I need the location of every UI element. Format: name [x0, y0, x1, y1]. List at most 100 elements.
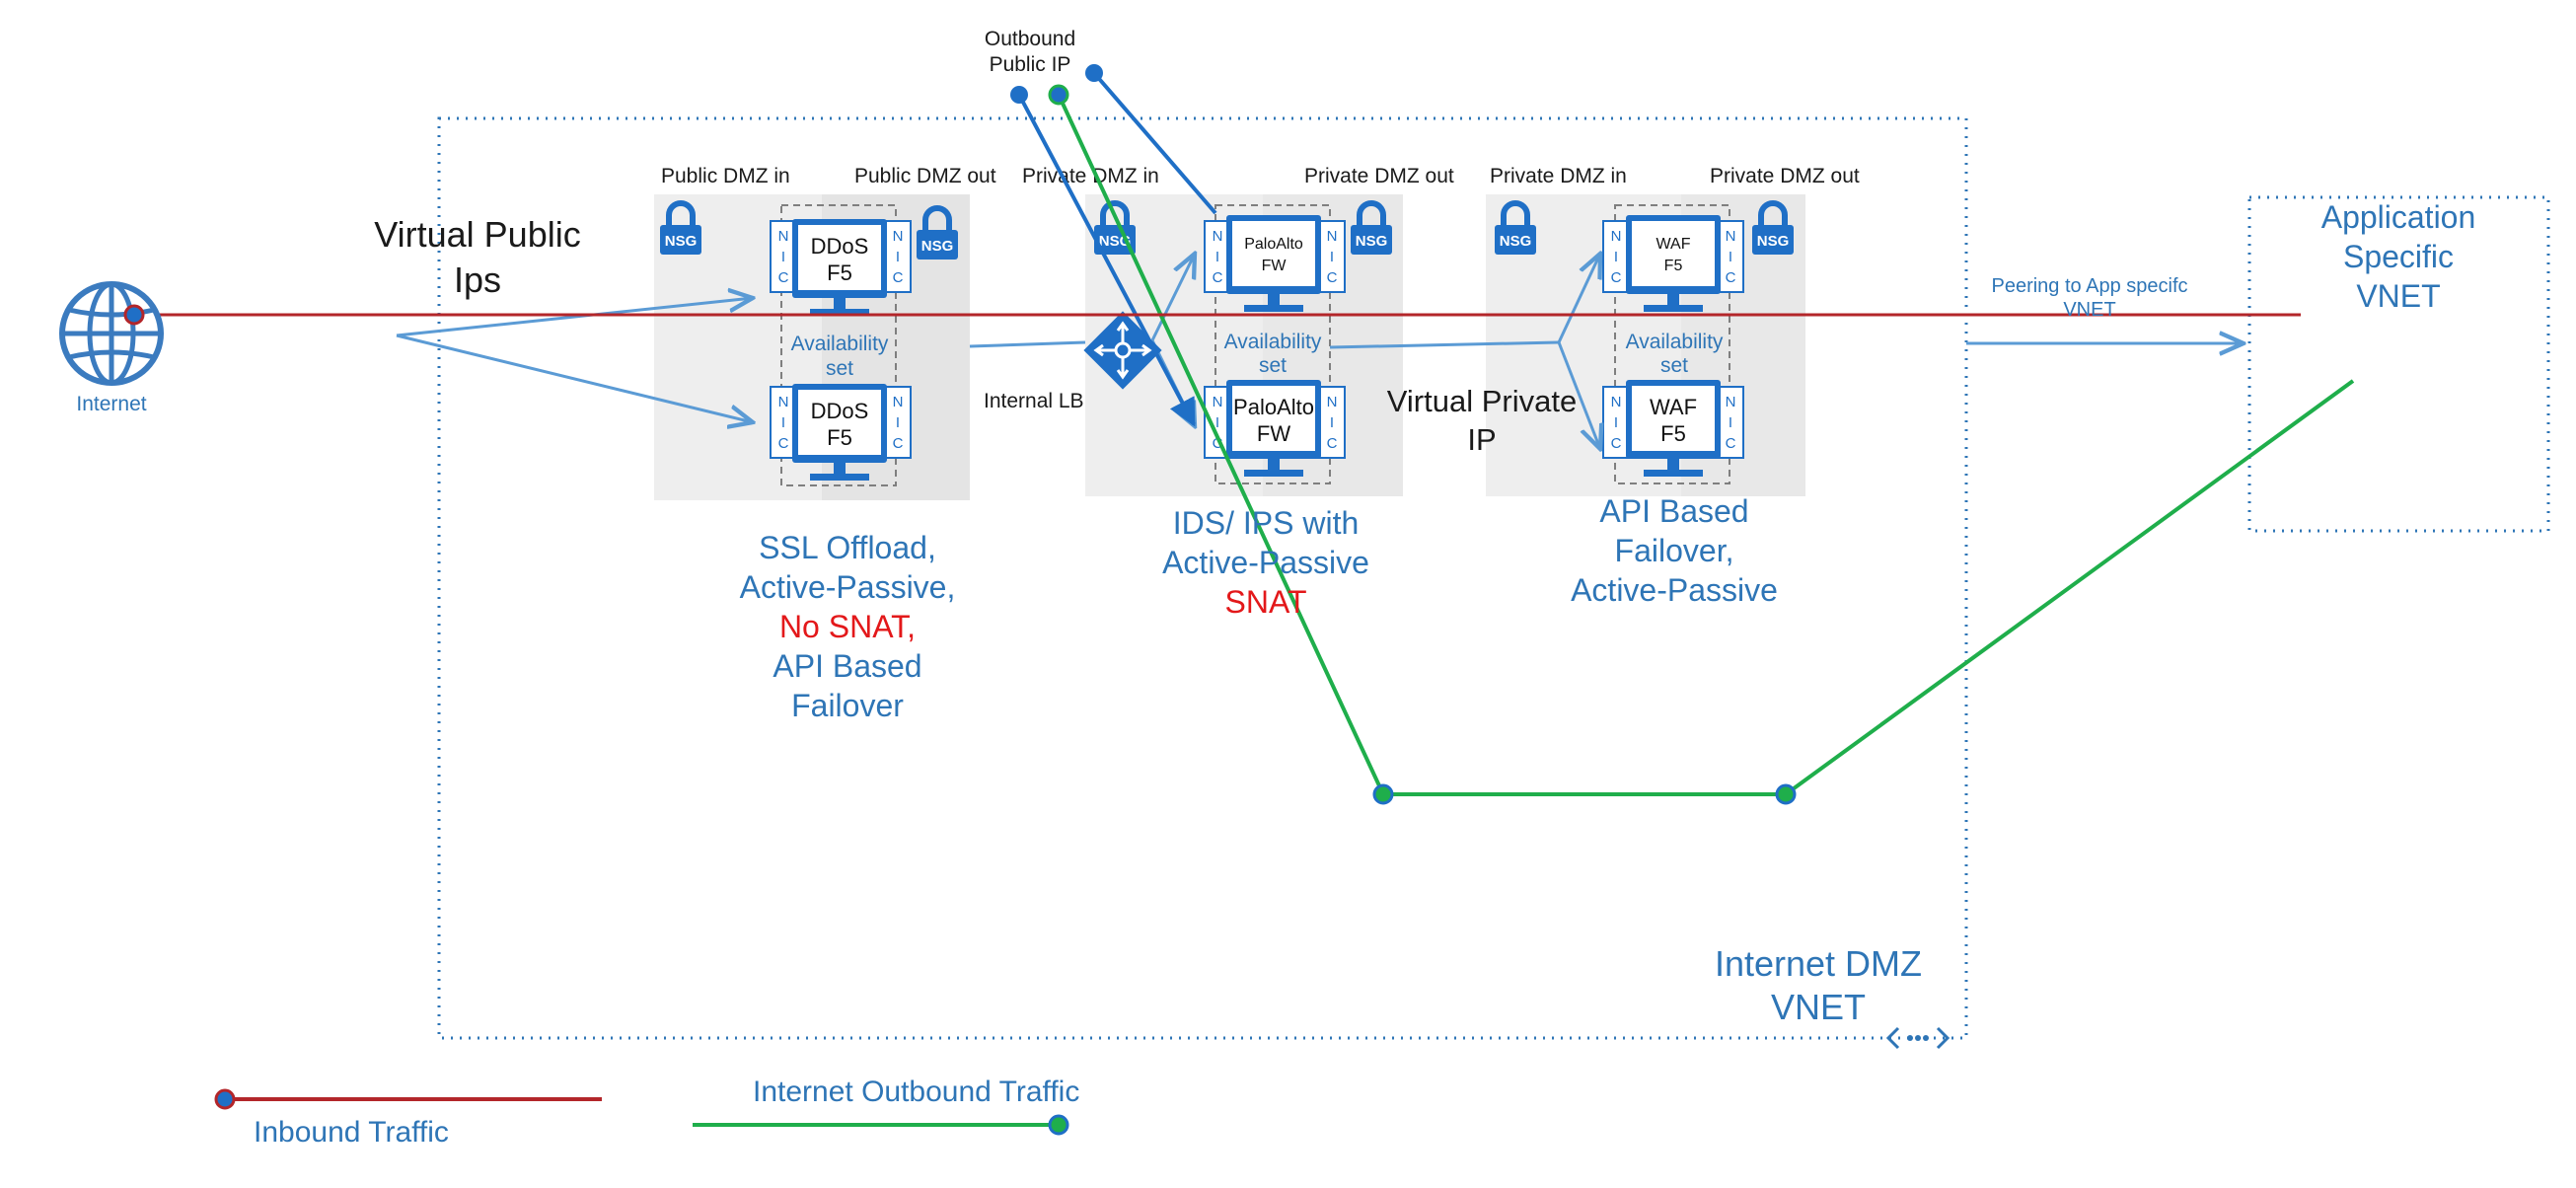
nic-letter: N: [1611, 394, 1622, 410]
nic-letter: C: [1611, 269, 1622, 286]
nic-box: NIC: [884, 220, 912, 293]
availability-set-box-2: [1214, 204, 1331, 484]
availability-set-label-2: Availability: [1224, 331, 1322, 353]
nic-letter: I: [1330, 414, 1334, 431]
virtual-public-ips-line1: Virtual Public: [374, 214, 580, 255]
lock-icon: NSG: [1094, 200, 1136, 255]
virtual-private-ip-line1: Virtual Private: [1387, 384, 1577, 418]
nic-letter: N: [1327, 228, 1338, 245]
app-vnet-label-line3: VNET: [2356, 278, 2440, 314]
legend-outbound-label: Internet Outbound Traffic: [753, 1076, 1079, 1108]
outbound-ip-endpoint-1: [1010, 86, 1028, 104]
lock-icon: NSG: [660, 200, 701, 255]
outbound-ip-endpoint-3: [1085, 64, 1103, 82]
vm-name-line2: F5: [1660, 421, 1686, 446]
group-caption-line: SSL Offload,: [759, 530, 936, 565]
subnet-label-public-dmz-out: Public DMZ out: [854, 165, 996, 187]
group-caption-line: API Based: [1599, 493, 1748, 529]
group-caption-line: API Based: [773, 648, 921, 684]
vm-name-line1: DDoS: [811, 234, 869, 259]
group-caption-line: Active-Passive: [1162, 545, 1369, 580]
vm-name-line1: WAF: [1650, 395, 1697, 419]
vm-name-line1: WAF: [1656, 236, 1691, 253]
subnet-label-private-dmz-in-2: Private DMZ in: [1490, 165, 1627, 187]
app-vnet-label-line2: Specific: [2343, 239, 2454, 274]
outbound-path-node-2: [1775, 783, 1797, 805]
nsg-label: NSG: [1356, 233, 1388, 250]
nic-box: NIC: [1204, 220, 1231, 293]
nic-letter: N: [1213, 228, 1223, 245]
globe-icon: [59, 281, 164, 386]
nic-box: NIC: [884, 386, 912, 459]
legend-outbound-dot: [1048, 1114, 1069, 1136]
dmz-vnet-label-line1: Internet DMZ: [1715, 943, 1922, 984]
internet-dmz-vnet-boundary: [437, 116, 1968, 1040]
nic-letter: N: [893, 228, 904, 245]
nic-letter: I: [1330, 249, 1334, 265]
vnet-peering-icon: [1885, 1026, 1950, 1050]
outbound-path-node-1: [1372, 783, 1394, 805]
vm-name-line1: PaloAlto: [1233, 395, 1314, 419]
availability-set-label-3: Availability: [1626, 331, 1724, 353]
nic-box: NIC: [1602, 220, 1630, 293]
nic-box: NIC: [770, 220, 797, 293]
lock-icon: NSG: [1495, 200, 1536, 255]
internet-label: Internet: [76, 393, 146, 415]
nic-letter: C: [1611, 435, 1622, 452]
nsg-label: NSG: [921, 238, 954, 255]
group-caption-line: IDS/ IPS with: [1173, 505, 1360, 541]
app-vnet-label-line1: Application: [2321, 199, 2476, 235]
group-caption-line: No SNAT,: [779, 609, 916, 644]
nic-letter: C: [1726, 269, 1736, 286]
nic-letter: I: [1729, 249, 1732, 265]
lock-icon: NSG: [1351, 200, 1392, 255]
nic-box: NIC: [1717, 386, 1744, 459]
lock-icon: NSG: [1752, 200, 1794, 255]
nic-letter: N: [893, 394, 904, 410]
internet-outbound-traffic-path: [1057, 94, 2355, 796]
group-caption-line: Failover: [791, 688, 904, 723]
legend-inbound-label: Inbound Traffic: [254, 1116, 449, 1149]
nic-letter: C: [1213, 269, 1223, 286]
legend-inbound-dot: [214, 1088, 236, 1110]
subnet-label-private-dmz-in: Private DMZ in: [1022, 165, 1159, 187]
vm-name-line1: PaloAlto: [1244, 236, 1303, 253]
nic-letter: I: [1215, 414, 1219, 431]
peering-label-line1: Peering to App specifc: [1991, 275, 2187, 297]
availability-set-sub-2: set: [1259, 354, 1287, 377]
nsg-label: NSG: [1500, 233, 1532, 250]
nsg-label: NSG: [665, 233, 698, 250]
availability-set-box-1: [780, 204, 897, 486]
dmz-vnet-label-line2: VNET: [1771, 987, 1866, 1027]
vm-name-line2: FW: [1257, 421, 1290, 446]
availability-set-sub-1: set: [826, 357, 853, 380]
nic-box: NIC: [770, 386, 797, 459]
legend: Inbound Traffic Internet Outbound Traffi…: [214, 1076, 1079, 1149]
group-caption-line: Active-Passive,: [740, 569, 956, 605]
application-vnet-boundary: [2247, 195, 2550, 533]
vm-name-line2: FW: [1262, 258, 1288, 274]
nic-letter: C: [778, 435, 789, 452]
group-caption-line: SNAT: [1225, 584, 1307, 620]
vm-name-line1: DDoS: [811, 399, 869, 423]
subnet-label-private-dmz-out-2: Private DMZ out: [1710, 165, 1860, 187]
nic-letter: I: [896, 414, 900, 431]
nic-letter: N: [1611, 228, 1622, 245]
nic-box: NIC: [1318, 220, 1346, 293]
nic-letter: C: [1213, 435, 1223, 452]
nic-letter: I: [781, 249, 785, 265]
nic-letter: C: [893, 435, 904, 452]
nic-letter: I: [896, 249, 900, 265]
outbound-ip-endpoint-2: [1048, 84, 1069, 106]
nsg-label: NSG: [1757, 233, 1790, 250]
nic-letter: I: [781, 414, 785, 431]
nic-letter: C: [1327, 435, 1338, 452]
nic-box: NIC: [1717, 220, 1744, 293]
nic-letter: C: [1726, 435, 1736, 452]
nic-letter: C: [893, 269, 904, 286]
